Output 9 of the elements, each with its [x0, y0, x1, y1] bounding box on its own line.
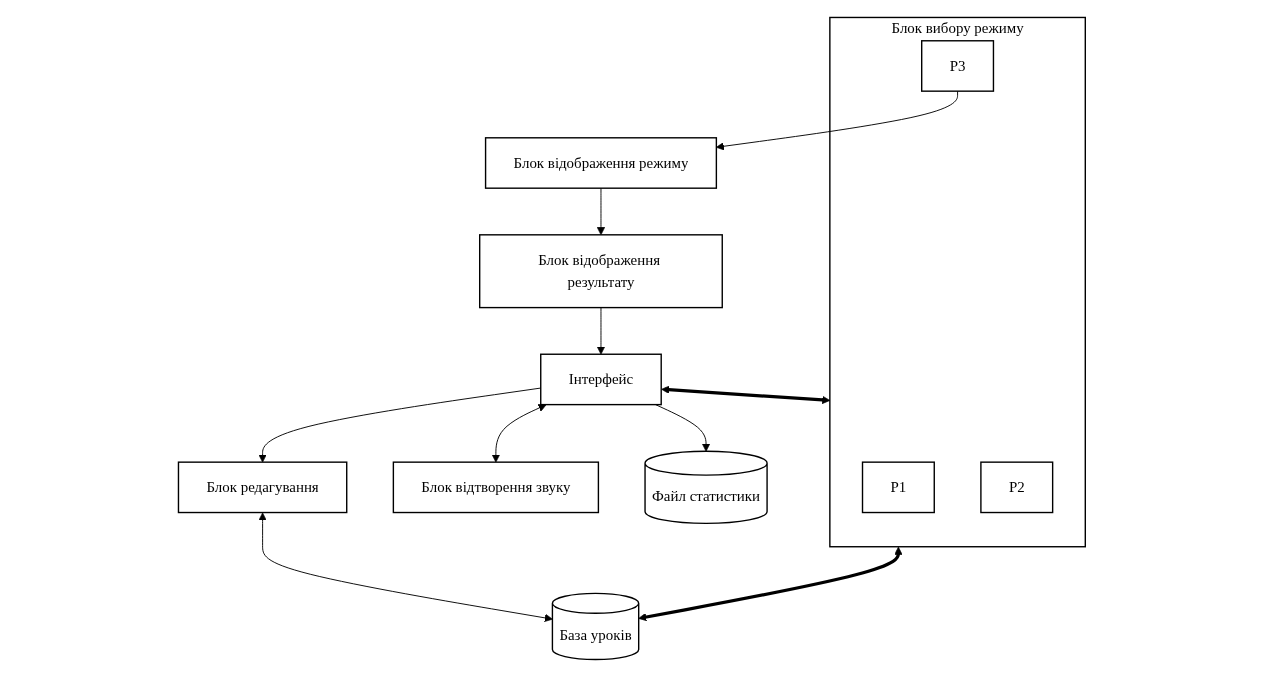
node-box: P1: [861, 461, 935, 514]
node-box: Інтерфейс: [539, 353, 662, 406]
node-box: Блок відтворення звуку: [392, 461, 599, 514]
node-box: P2: [979, 461, 1053, 514]
node-box: Блок відображення режиму: [484, 137, 717, 189]
node-box: P3: [920, 40, 994, 92]
arrow: [660, 385, 830, 405]
node-box: Блок відображення результату: [478, 234, 723, 309]
node-box: Блок редагування: [177, 461, 348, 514]
